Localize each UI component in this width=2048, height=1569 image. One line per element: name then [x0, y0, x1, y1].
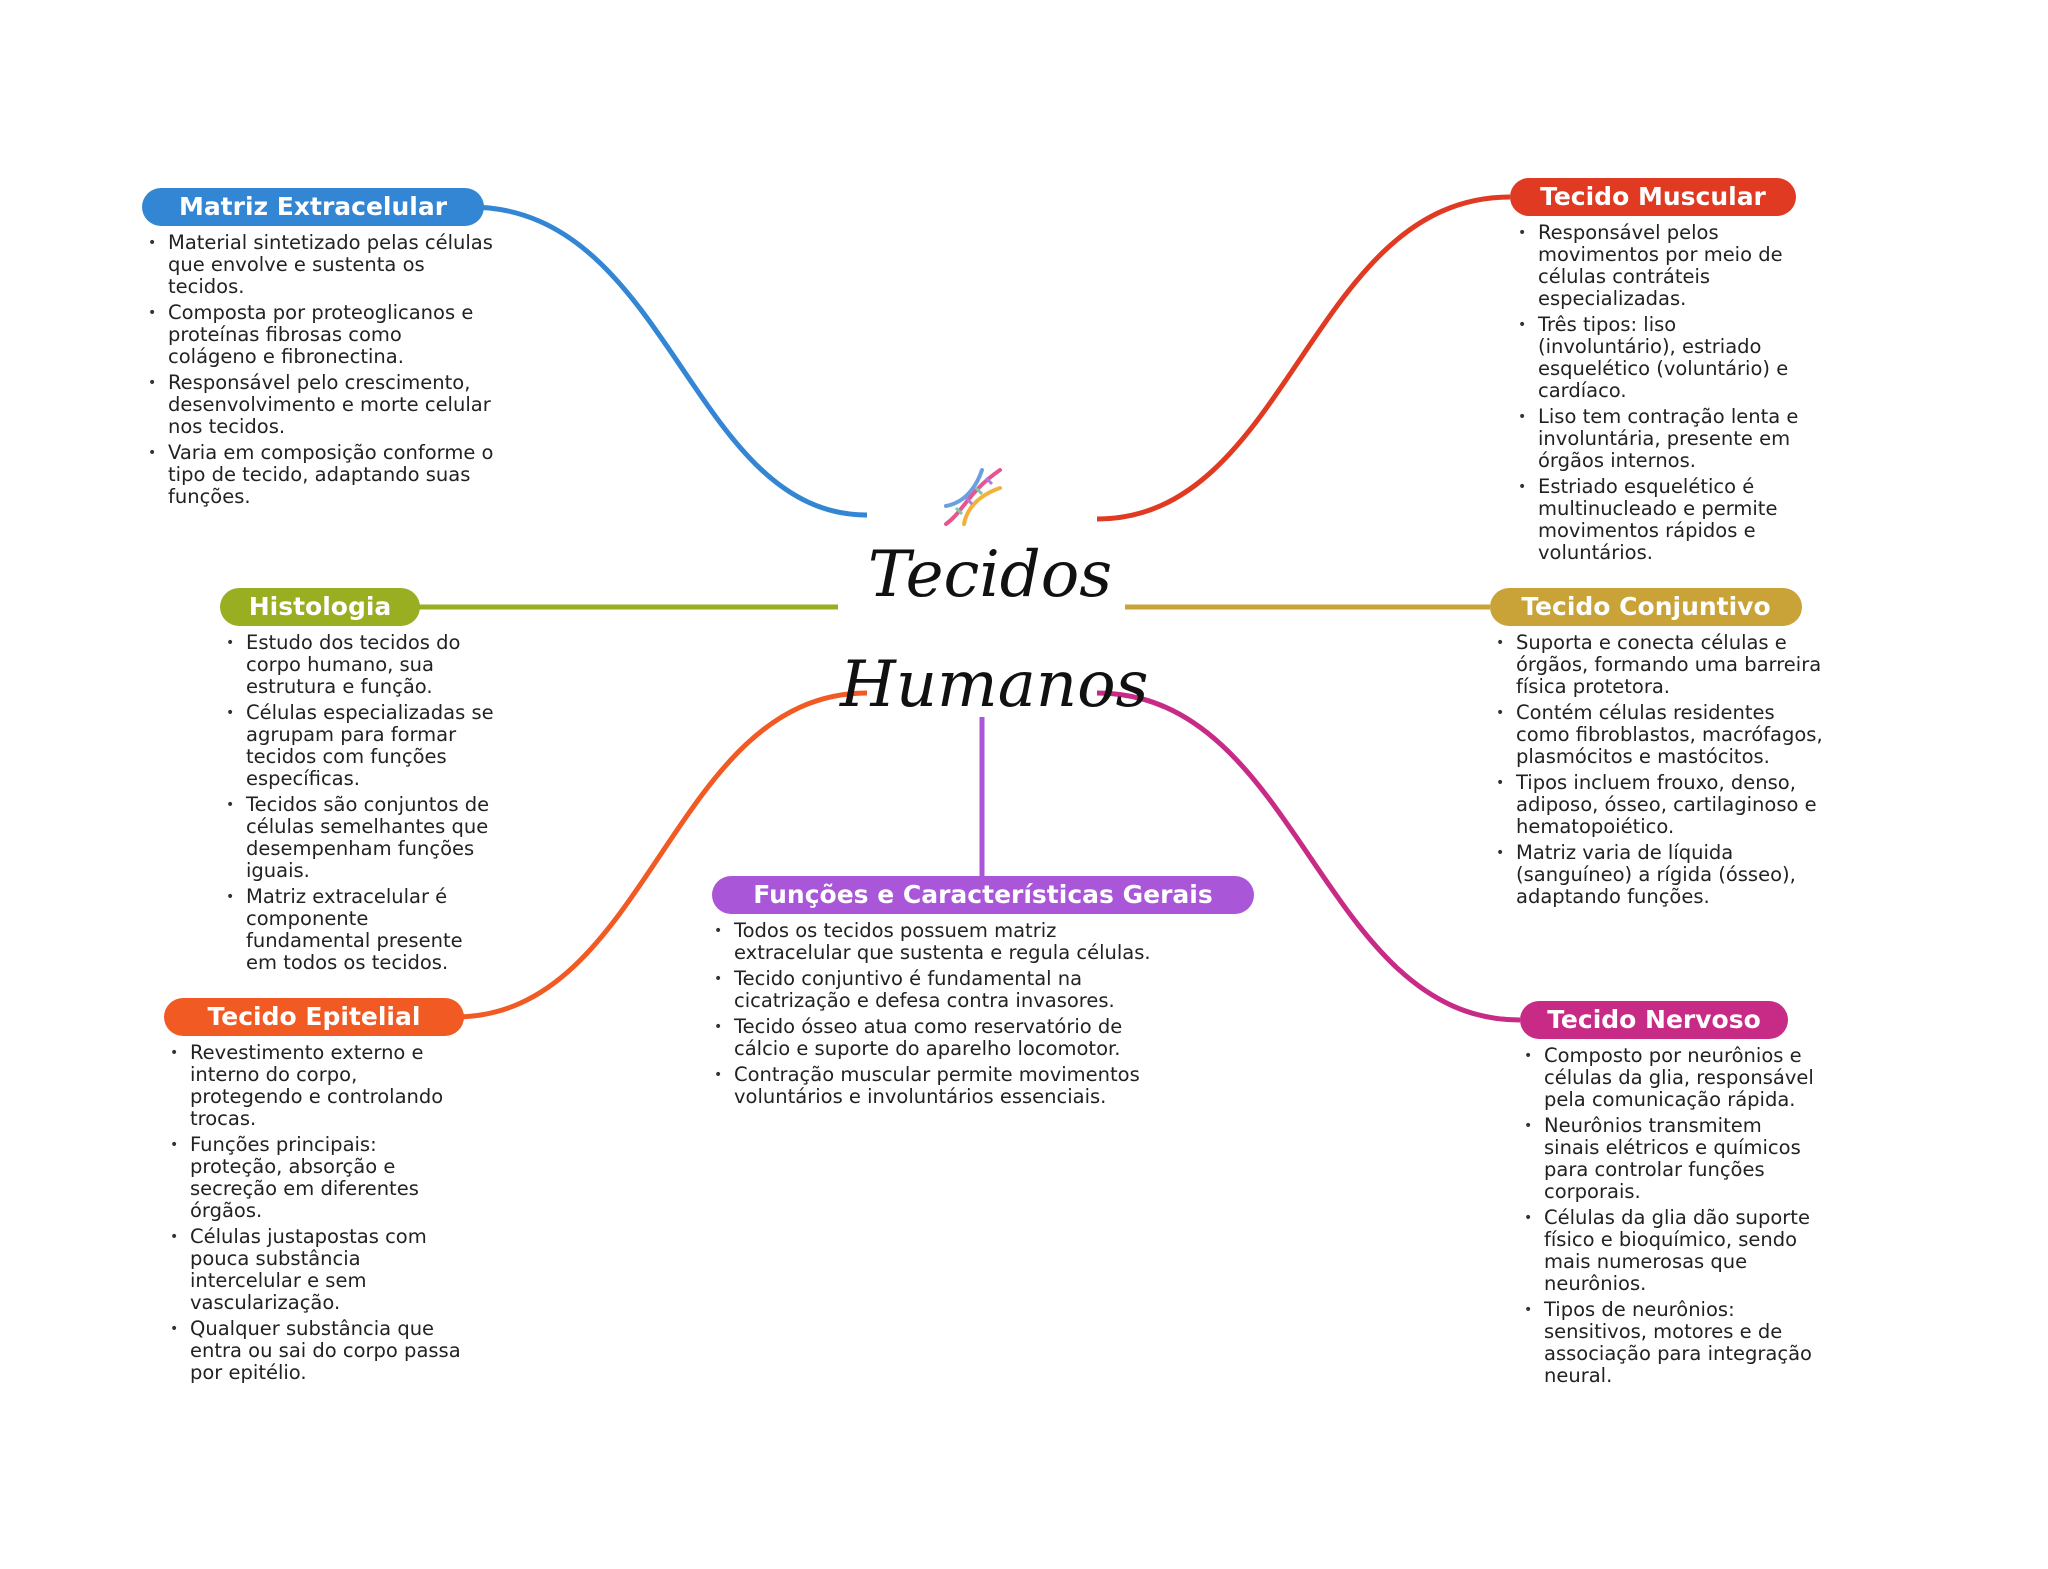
list-item: Tecidos são conjuntos de células semelha… [224, 794, 496, 882]
branch-matriz-extracelular-list: Material sintetizado pelas células que e… [146, 232, 496, 512]
connector-matriz [469, 204, 868, 518]
branch-matriz-extracelular[interactable]: Matriz Extracelular [142, 188, 484, 226]
list-item: Contém células residentes como fibroblas… [1494, 702, 1824, 768]
list-item: Células especializadas se agrupam para f… [224, 702, 496, 790]
central-topic-line-2: Humanos [840, 648, 1149, 722]
branch-tecido-conjuntivo-list: Suporta e conecta células e órgãos, form… [1494, 632, 1824, 912]
list-item: Composto por neurônios e células da glia… [1522, 1045, 1822, 1111]
list-item: Três tipos: liso (involuntário), estriad… [1516, 314, 1816, 402]
list-item: Estriado esquelético é multinucleado e p… [1516, 476, 1816, 564]
branch-tecido-muscular[interactable]: Tecido Muscular [1510, 178, 1796, 216]
central-topic-title: Tecidos Humanos [840, 520, 1149, 740]
branch-tecido-conjuntivo[interactable]: Tecido Conjuntivo [1490, 588, 1802, 626]
connector-nervoso [1096, 690, 1521, 1023]
list-item: Varia em composição conforme o tipo de t… [146, 442, 496, 508]
branch-tecido-epitelial[interactable]: Tecido Epitelial [164, 998, 464, 1036]
branch-histologia[interactable]: Histologia [220, 588, 420, 626]
branch-tecido-muscular-list: Responsável pelos movimentos por meio de… [1516, 222, 1816, 568]
list-item: Revestimento externo e interno do corpo,… [168, 1042, 468, 1130]
list-item: Matriz extracelular é componente fundame… [224, 886, 496, 974]
list-item: Contração muscular permite movimentos vo… [712, 1064, 1172, 1108]
branch-histologia-list: Estudo dos tecidos do corpo humano, sua … [224, 632, 496, 978]
central-topic-line-1: Tecidos [867, 538, 1113, 612]
list-item: Matriz varia de líquida (sanguíneo) a rí… [1494, 842, 1824, 908]
connector-muscular [1096, 194, 1511, 522]
branch-tecido-epitelial-list: Revestimento externo e interno do corpo,… [168, 1042, 468, 1388]
branch-tecido-nervoso[interactable]: Tecido Nervoso [1520, 1001, 1788, 1039]
branch-funcoes-caracteristicas-gerais-list: Todos os tecidos possuem matriz extracel… [712, 920, 1172, 1112]
list-item: Tecido conjuntivo é fundamental na cicat… [712, 968, 1172, 1012]
list-item: Tecido ósseo atua como reservatório de c… [712, 1016, 1172, 1060]
list-item: Liso tem contração lenta e involuntária,… [1516, 406, 1816, 472]
list-item: Material sintetizado pelas células que e… [146, 232, 496, 298]
list-item: Células justapostas com pouca substância… [168, 1226, 468, 1314]
list-item: Responsável pelo crescimento, desenvolvi… [146, 372, 496, 438]
connector-epitelial [454, 690, 868, 1020]
list-item: Estudo dos tecidos do corpo humano, sua … [224, 632, 496, 698]
list-item: Suporta e conecta células e órgãos, form… [1494, 632, 1824, 698]
list-item: Neurônios transmitem sinais elétricos e … [1522, 1115, 1822, 1203]
list-item: Funções principais: proteção, absorção e… [168, 1134, 468, 1222]
list-item: Composta por proteoglicanos e proteínas … [146, 302, 496, 368]
list-item: Responsável pelos movimentos por meio de… [1516, 222, 1816, 310]
branch-tecido-nervoso-list: Composto por neurônios e células da glia… [1522, 1045, 1822, 1391]
list-item: Tipos de neurônios: sensitivos, motores … [1522, 1299, 1822, 1387]
list-item: Células da glia dão suporte físico e bio… [1522, 1207, 1822, 1295]
list-item: Tipos incluem frouxo, denso, adiposo, ós… [1494, 772, 1824, 838]
branch-funcoes-caracteristicas-gerais[interactable]: Funções e Características Gerais [712, 876, 1254, 914]
dna-icon [944, 468, 1002, 526]
list-item: Todos os tecidos possuem matriz extracel… [712, 920, 1172, 964]
list-item: Qualquer substância que entra ou sai do … [168, 1318, 468, 1384]
